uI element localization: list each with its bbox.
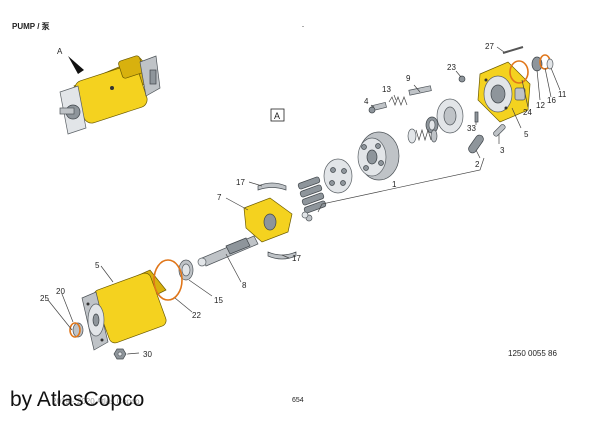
callout-25: 25 (40, 294, 49, 303)
callout-2: 2 (475, 160, 480, 169)
view-label-box (270, 108, 285, 122)
callout-23: 23 (447, 63, 456, 72)
cylinder-block (357, 131, 400, 181)
plug-23 (458, 75, 466, 83)
clip-17-bottom (267, 251, 297, 260)
callout-1: 1 (392, 180, 397, 189)
group-1-bracket (317, 157, 485, 213)
bolt-27 (502, 46, 524, 54)
callout-7: 7 (217, 193, 222, 202)
page-title: PUMP / 泵 (12, 22, 50, 31)
callout-11: 11 (558, 90, 567, 99)
callout-17-top: 17 (236, 178, 245, 187)
retainer-plate (323, 158, 353, 194)
ring-25 (69, 322, 81, 338)
callout-27: 27 (485, 42, 494, 51)
assembled-pump-view-a (59, 55, 161, 135)
view-label: A (274, 111, 280, 121)
drive-shaft (197, 235, 259, 267)
callout-33: 33 (467, 124, 476, 133)
pump-housing (81, 269, 167, 351)
view-pointer-arrow (68, 56, 84, 74)
o-ring-22 (153, 259, 183, 301)
watermark-text: by AtlasCopco (10, 388, 144, 411)
spring-pack (407, 128, 438, 144)
callout-24: 24 (523, 108, 532, 117)
reference-number: 1250 0055 86 (508, 349, 557, 358)
callout-12: 12 (536, 101, 545, 110)
header-dot: - (302, 24, 304, 30)
page-number: 654 (292, 397, 304, 404)
callout-30: 30 (143, 350, 152, 359)
callout-5-bottom: 5 (95, 261, 100, 270)
callout-8: 8 (242, 281, 247, 290)
callout-13: 13 (382, 85, 391, 94)
callout-numbers: 27 23 9 13 4 24 12 16 11 33 5 2 3 1 17 7… (40, 42, 567, 359)
swash-plate (243, 197, 293, 243)
leader-lines (47, 46, 561, 355)
bearing-15 (178, 259, 194, 281)
sleeve-2 (468, 134, 484, 154)
spring-13 (388, 96, 408, 106)
callout-20: 20 (56, 287, 65, 296)
cap-11 (546, 58, 554, 70)
washer-small (301, 211, 309, 219)
o-ring-24 (509, 60, 529, 84)
callout-9: 9 (406, 74, 411, 83)
view-pointer-label: A (57, 47, 63, 56)
pin-3 (493, 124, 506, 137)
callout-3: 3 (500, 146, 505, 155)
piston-set (297, 176, 327, 222)
callout-5-top: 5 (524, 130, 529, 139)
pin-33 (474, 111, 479, 123)
screw-9 (408, 85, 432, 96)
seal-20 (72, 322, 84, 338)
callout-15: 15 (214, 296, 223, 305)
faint-copyright-text: 2019 - 2020 Atlas Copco (52, 397, 140, 406)
callout-17-bottom: 17 (292, 254, 301, 263)
clip-17-top (257, 182, 287, 191)
callout-16: 16 (547, 96, 556, 105)
callout-4: 4 (364, 97, 369, 106)
end-cover (477, 61, 531, 123)
callout-22: 22 (192, 311, 201, 320)
